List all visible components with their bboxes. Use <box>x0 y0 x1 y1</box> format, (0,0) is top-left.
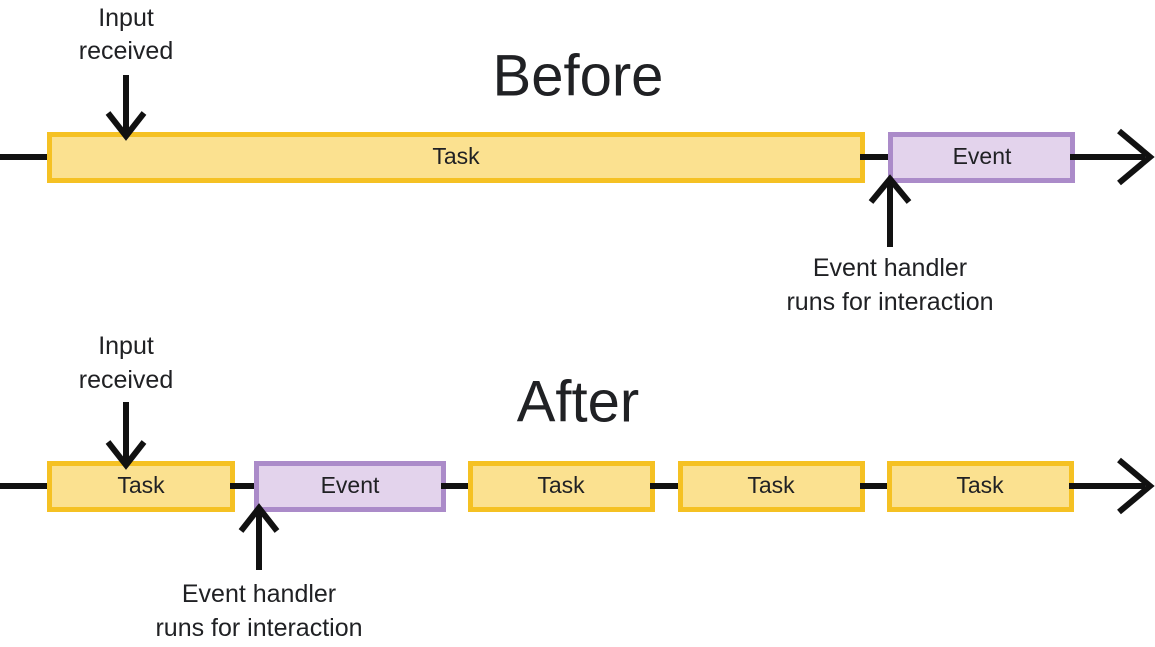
after-task-label-2: Task <box>537 472 585 498</box>
after-input-received-line1: Input <box>98 332 154 360</box>
after-handler-caption-line1: Event handler <box>182 580 336 608</box>
after-event-label: Event <box>321 472 380 498</box>
after-timeline-arrowhead <box>1117 457 1155 515</box>
before-handler-arrowhead <box>868 174 912 204</box>
after-title: After <box>517 369 640 434</box>
before-timeline-arrowhead <box>1117 128 1155 186</box>
before-input-arrowhead <box>105 111 147 141</box>
before-input-received-line1: Input <box>98 4 154 32</box>
after-task-label-1: Task <box>117 472 165 498</box>
after-input-received-line2: received <box>79 366 174 394</box>
before-handler-caption-line1: Event handler <box>813 254 967 282</box>
after-handler-arrowhead <box>238 503 280 533</box>
after-task-label-4: Task <box>956 472 1004 498</box>
after-task-box-4 <box>887 461 1074 512</box>
after-input-arrowhead <box>105 440 147 470</box>
before-handler-caption-line2: runs for interaction <box>786 288 993 316</box>
after-handler-caption-line2: runs for interaction <box>155 614 362 642</box>
before-title: Before <box>493 43 664 108</box>
after-task-label-3: Task <box>747 472 795 498</box>
before-event-label: Event <box>953 143 1012 169</box>
after-task-box-2 <box>468 461 655 512</box>
before-input-received-line2: received <box>79 37 174 65</box>
before-task-label: Task <box>432 143 480 169</box>
